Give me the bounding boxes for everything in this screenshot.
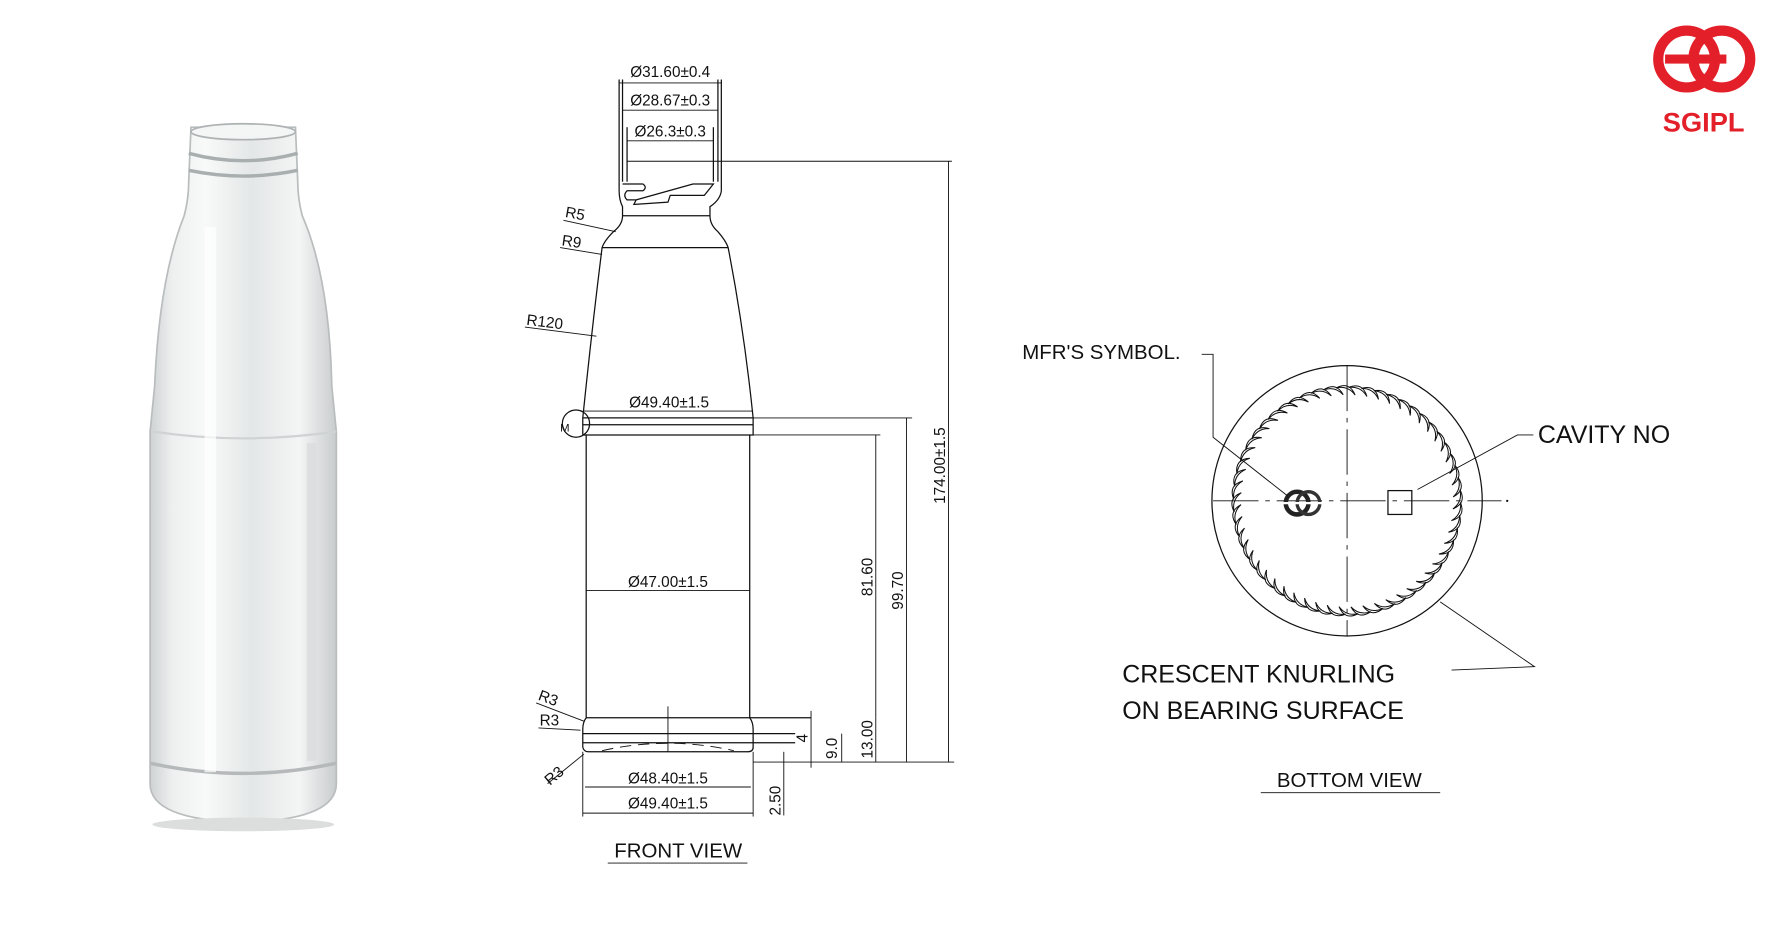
front-vertical-dimensions: 174.00±1.5 99.70 81.60 13.00 9.0 4 2.50 — [749, 161, 955, 816]
crescent-mark — [1448, 514, 1461, 533]
bottom-view-title: BOTTOM VIEW — [1277, 769, 1423, 792]
crescent-mark — [1452, 476, 1462, 498]
dim-finish-inner: Ø26.3±0.3 — [634, 123, 705, 140]
dim-base-diameter: Ø49.40±1.5 — [628, 796, 708, 813]
marker-m: M — [560, 423, 569, 435]
sgipl-logo: SGIPL — [1653, 25, 1756, 138]
knurling-label-line1: CRESCENT KNURLING — [1122, 661, 1395, 689]
crescent-mark — [1362, 605, 1384, 614]
dim-base-contact-diameter: Ø48.40±1.5 — [628, 771, 708, 788]
crescent-mark — [1452, 489, 1463, 510]
crescent-mark — [1264, 569, 1276, 589]
crescent-mark — [1287, 396, 1309, 405]
radius-r120: R120 — [526, 312, 564, 333]
crescent-mark — [1256, 560, 1267, 581]
radius-r3-lower: R3 — [541, 763, 567, 789]
crescent-mark — [1438, 539, 1455, 555]
knurling-label-line2: ON BEARING SURFACE — [1122, 697, 1404, 725]
crescent-mark — [1245, 436, 1262, 451]
dim-shoulder-diameter: Ø49.40±1.5 — [629, 395, 709, 412]
crescent-mark — [1234, 516, 1243, 538]
crescent-mark — [1350, 606, 1372, 616]
radius-r5: R5 — [564, 204, 586, 224]
mfr-symbol-icon — [1283, 489, 1325, 517]
mfr-symbol-label: MFR'S SYMBOL. — [1022, 341, 1180, 364]
crescent-mark — [1396, 590, 1417, 599]
dim-body-diameter: Ø47.00±1.5 — [628, 574, 708, 591]
crescent-mark — [1443, 441, 1452, 463]
front-view-title: FRONT VIEW — [614, 839, 743, 862]
crescent-mark — [1444, 527, 1459, 544]
dim-body-height: 81.60 — [859, 558, 876, 596]
dim-total-height: 174.00±1.5 — [932, 427, 949, 504]
crescent-mark — [1338, 606, 1359, 617]
crescent-mark — [1233, 468, 1246, 487]
dim-shoulder-height: 99.70 — [890, 571, 907, 609]
crescent-mark — [1277, 402, 1298, 412]
front-horizontal-dimensions: Ø31.60±0.4 Ø28.67±0.3 Ø26.3±0.3 Ø49.40±1… — [582, 64, 952, 817]
crescent-mark — [1293, 592, 1309, 608]
crescent-mark — [1315, 601, 1333, 615]
dim-9: 9.0 — [824, 738, 841, 759]
bottle-photo — [149, 122, 338, 832]
crescent-mark — [1418, 412, 1430, 432]
crescent-mark — [1432, 551, 1450, 565]
crescent-mark — [1240, 447, 1256, 463]
crescent-mark — [1231, 492, 1242, 513]
crescent-mark — [1323, 386, 1344, 396]
crescent-mark — [1298, 391, 1321, 399]
crescent-mark — [1348, 385, 1368, 397]
dim-push-up: 2.50 — [767, 786, 784, 816]
radius-r3-middle: R3 — [540, 713, 560, 730]
crescent-mark — [1267, 409, 1288, 420]
crescent-mark — [1428, 421, 1438, 442]
crescent-mark — [1415, 572, 1436, 584]
radius-r9: R9 — [561, 232, 583, 252]
crescent-mark — [1406, 581, 1427, 592]
front-radii-callouts: R5 R9 R120 R3 R3 R3 — [524, 204, 616, 789]
crescent-mark — [1304, 597, 1321, 612]
crescent-mark — [1326, 604, 1346, 617]
cavity-no-label: CAVITY NO — [1538, 421, 1670, 449]
crescent-mark — [1408, 405, 1421, 424]
crescent-mark — [1283, 586, 1297, 603]
crescent-mark — [1258, 418, 1279, 430]
crescent-mark — [1385, 393, 1401, 410]
bottom-view: MFR'S SYMBOL. CAVITY NO CRESCENT KNURLIN… — [1022, 341, 1670, 794]
crescent-mark — [1449, 452, 1456, 474]
crescent-mark — [1373, 389, 1391, 404]
crescent-knurling — [1231, 385, 1463, 617]
crescent-mark — [1436, 430, 1446, 452]
radius-r3-upper: R3 — [536, 687, 560, 710]
crescent-mark — [1231, 480, 1244, 500]
crescent-mark — [1451, 464, 1460, 486]
crescent-mark — [1273, 578, 1286, 597]
crescent-mark — [1385, 597, 1407, 605]
front-view-outline: M — [560, 79, 812, 753]
crescent-mark — [1251, 427, 1270, 440]
crescent-mark — [1238, 527, 1245, 549]
crescent-mark — [1374, 602, 1396, 610]
dim-finish-outer: Ø31.60±0.4 — [630, 64, 710, 81]
dim-base-height: 13.00 — [859, 720, 876, 758]
crescent-mark — [1310, 388, 1332, 397]
crescent-mark — [1249, 549, 1258, 571]
crescent-mark — [1397, 398, 1412, 416]
crescent-mark — [1424, 562, 1443, 575]
crescent-mark — [1236, 457, 1251, 475]
dim-finish-thread: Ø28.67±0.3 — [630, 93, 710, 110]
crescent-mark — [1232, 504, 1242, 525]
logo-text: SGIPL — [1663, 107, 1745, 138]
cavity-number-box — [1387, 489, 1413, 516]
dim-4: 4 — [795, 733, 812, 742]
crescent-mark — [1335, 385, 1356, 396]
crescent-mark — [1451, 502, 1463, 522]
crescent-mark — [1361, 387, 1380, 400]
crescent-mark — [1243, 539, 1251, 561]
